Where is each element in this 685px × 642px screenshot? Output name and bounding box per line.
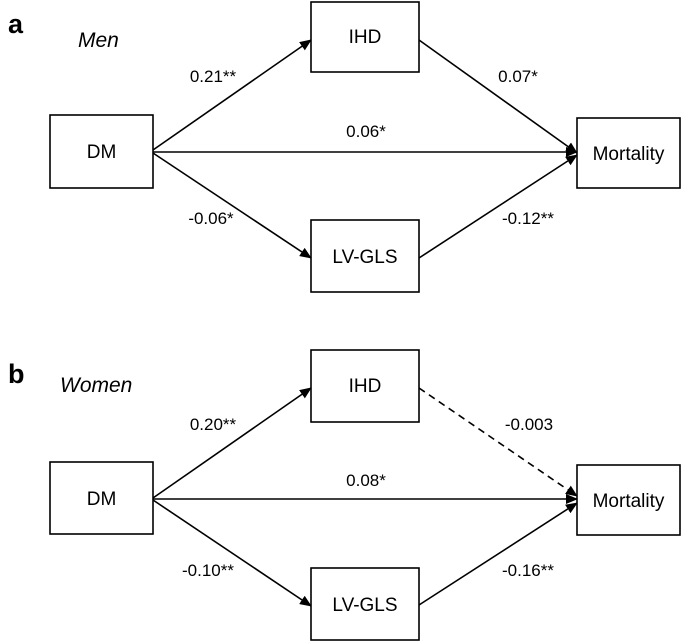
- coefficient-dm-lvgls: -0.10**: [182, 561, 234, 580]
- edge-dm-lvgls: [152, 152, 312, 259]
- node-lvgls: LV-GLS: [310, 567, 420, 641]
- panel-letter: a: [8, 9, 24, 39]
- panel-a: a Men DM IHD LV-GLS Mortality 0.21** 0.0…: [8, 1, 681, 293]
- edge-ihd-mortality: [418, 39, 578, 154]
- node-ihd: IHD: [310, 349, 420, 423]
- coefficient-dm-mortality: 0.08*: [346, 471, 386, 490]
- node-label: DM: [87, 489, 117, 510]
- group-title: Men: [78, 29, 119, 52]
- node-ihd: IHD: [310, 1, 420, 73]
- node-lvgls: LV-GLS: [310, 219, 420, 293]
- node-mortality: Mortality: [576, 117, 681, 189]
- coefficient-dm-ihd: 0.21**: [190, 67, 237, 86]
- edge-dm-ihd: [152, 387, 312, 499]
- coefficient-ihd-mortality: 0.07*: [498, 67, 538, 86]
- node-label: Mortality: [593, 491, 665, 512]
- node-label: IHD: [349, 376, 382, 397]
- coefficient-dm-mortality: 0.06*: [346, 122, 386, 141]
- coefficient-lvgls-mortality: -0.12**: [502, 209, 554, 228]
- node-mortality: Mortality: [576, 464, 681, 536]
- node-dm: DM: [49, 114, 154, 189]
- edge-lvgls-mortality: [418, 154, 578, 259]
- edge-dm-lvgls: [152, 499, 312, 607]
- panel-b: b Women DM IHD LV-GLS Mortality 0.20** -…: [8, 349, 681, 641]
- coefficient-ihd-mortality: -0.003: [505, 415, 553, 434]
- node-label: DM: [87, 142, 117, 163]
- coefficient-dm-ihd: 0.20**: [190, 415, 237, 434]
- edge-lvgls-mortality: [418, 502, 578, 606]
- coefficient-dm-lvgls: -0.06*: [188, 209, 234, 228]
- panel-letter: b: [8, 359, 25, 389]
- node-label: Mortality: [593, 144, 665, 165]
- node-dm: DM: [49, 461, 154, 535]
- edge-ihd-mortality: [418, 387, 578, 497]
- group-title: Women: [60, 374, 132, 397]
- node-label: LV-GLS: [332, 595, 397, 616]
- edge-dm-ihd: [152, 39, 312, 151]
- node-label: IHD: [349, 27, 382, 48]
- node-label: LV-GLS: [332, 247, 397, 268]
- coefficient-lvgls-mortality: -0.16**: [502, 561, 554, 580]
